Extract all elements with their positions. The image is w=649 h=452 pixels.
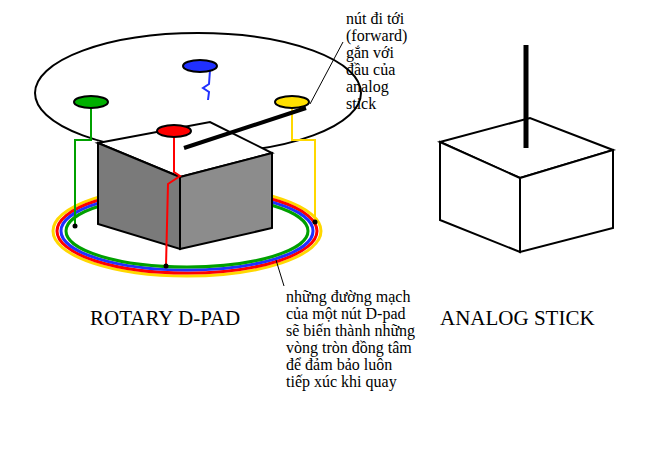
- contact-dot: [164, 264, 169, 269]
- leader-line: [276, 260, 284, 286]
- red-wire: [166, 136, 180, 266]
- callout-note: những đường mạch của một nút D-pad sẽ bi…: [286, 288, 418, 390]
- blue-wire: [203, 70, 210, 100]
- stick-cube-front: [440, 142, 520, 252]
- analog-stick: [524, 45, 529, 148]
- callout-note: nút đi tới (forward) gắn với đầu của ana…: [346, 10, 420, 112]
- figure-caption: ROTARY D-PAD: [90, 306, 240, 330]
- figure-caption: ANALOG STICK: [440, 306, 595, 330]
- blue-button: [183, 60, 217, 72]
- leader-line: [310, 42, 343, 104]
- contact-dot: [73, 224, 78, 229]
- green-button: [74, 96, 108, 108]
- contact-dot: [313, 220, 318, 225]
- yellow-button: [275, 96, 309, 108]
- stick-cube-side: [520, 150, 613, 252]
- yellow-wire: [292, 106, 315, 222]
- cube-side: [180, 153, 272, 249]
- green-wire: [75, 106, 91, 226]
- stick-lever: [184, 108, 306, 148]
- red-button: [157, 125, 191, 137]
